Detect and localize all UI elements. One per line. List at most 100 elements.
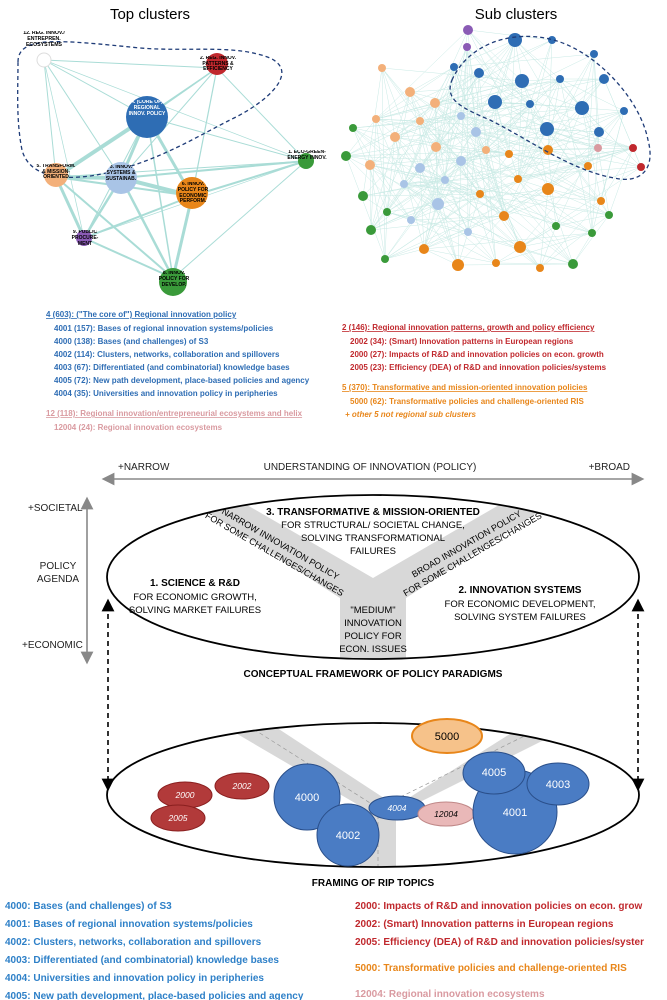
sub-network bbox=[341, 25, 645, 272]
legend-entry-12004: 12004: Regional innovation ecosystems bbox=[355, 989, 545, 1000]
sub-edge bbox=[460, 160, 497, 264]
sub-node bbox=[588, 229, 596, 237]
legend-item: 4002 (114): Clusters, networks, collabor… bbox=[54, 350, 280, 359]
sub-edge bbox=[352, 127, 396, 138]
sub-edge bbox=[403, 102, 436, 185]
medium-policy-label: INNOVATION bbox=[344, 618, 402, 629]
sub-edge bbox=[495, 232, 593, 264]
sub-edge bbox=[517, 165, 589, 180]
sub-edge bbox=[386, 136, 396, 213]
rip-caption: FRAMING OF RIP TOPICS bbox=[312, 878, 435, 889]
sub-edge bbox=[434, 102, 541, 269]
bottom-legend-left: 4000: Bases (and challenges) of S3 4001:… bbox=[5, 901, 304, 1000]
sub-edge bbox=[370, 136, 396, 231]
sub-edge bbox=[519, 232, 593, 248]
legend-entry-2005: 2005: Efficiency (DEA) of R&D and innova… bbox=[355, 937, 644, 948]
sub-edge bbox=[521, 80, 548, 130]
legend-item: 2005 (23): Efficiency (DEA) of R&D and i… bbox=[350, 363, 607, 372]
sub-node bbox=[526, 100, 534, 108]
framework-caption: CONCEPTUAL FRAMEWORK OF POLICY PARADIGMS bbox=[244, 669, 503, 680]
legend-cluster-2-head: 2 (146): Regional innovation patterns, g… bbox=[342, 323, 595, 332]
sub-edge bbox=[508, 78, 561, 155]
sub-node bbox=[505, 150, 513, 158]
paradigm-1-title: 1. SCIENCE & R&D bbox=[150, 578, 240, 589]
sub-edge bbox=[547, 107, 583, 190]
bubble-5000-label: 5000 bbox=[435, 731, 459, 743]
sub-edge bbox=[394, 136, 437, 148]
sub-edge bbox=[410, 160, 462, 221]
sub-edge bbox=[587, 53, 595, 167]
paradigm-3-desc: FAILURES bbox=[350, 546, 396, 557]
sub-edge bbox=[467, 29, 549, 190]
sub-edge bbox=[546, 128, 589, 167]
medium-policy-label: "MEDIUM" bbox=[350, 605, 395, 616]
sub-edge bbox=[403, 183, 459, 266]
sub-edge bbox=[479, 193, 593, 234]
sub-edge bbox=[370, 183, 405, 231]
bottom-legend-right: 2000: Impacts of R&D and innovation poli… bbox=[355, 901, 644, 1000]
paradigm-3-desc: SOLVING TRANSFORMATIONAL bbox=[301, 533, 445, 544]
sub-node bbox=[400, 180, 408, 188]
paradigm-2-title: 2. INNOVATION SYSTEMS bbox=[459, 585, 582, 596]
sub-edge bbox=[435, 146, 510, 155]
node-12-label: 12. REG. INNOV./ ENTREPREN. ECOSYSTEMS bbox=[23, 31, 65, 48]
legend-item: 5000 (62): Transformative policies and c… bbox=[350, 397, 585, 406]
sub-edge bbox=[519, 200, 602, 248]
sub-edge bbox=[381, 67, 386, 260]
sub-edge bbox=[475, 107, 583, 133]
bubble-2002-label: 2002 bbox=[232, 781, 252, 791]
bubble-4003-label: 4003 bbox=[546, 779, 570, 791]
sub-edge bbox=[581, 107, 642, 168]
sub-edge bbox=[494, 101, 519, 180]
sub-clusters-title: Sub clusters bbox=[475, 6, 558, 23]
sub-edge bbox=[386, 211, 574, 265]
sub-edge bbox=[403, 66, 455, 185]
sub-edge bbox=[423, 188, 549, 250]
sub-node bbox=[499, 211, 509, 221]
sub-edge bbox=[352, 127, 446, 181]
sub-edge bbox=[423, 248, 497, 264]
sub-edge bbox=[467, 29, 531, 105]
sub-node bbox=[568, 259, 578, 269]
sub-edge bbox=[587, 147, 634, 167]
sub-node bbox=[476, 190, 484, 198]
sub-edge bbox=[435, 146, 505, 217]
sub-node bbox=[599, 74, 609, 84]
sub-edge bbox=[409, 91, 634, 149]
top-clusters-title: Top clusters bbox=[110, 6, 190, 23]
sub-edge bbox=[572, 214, 610, 265]
sub-edge bbox=[352, 127, 412, 221]
sub-node bbox=[542, 183, 554, 195]
sub-edge bbox=[369, 164, 469, 233]
node-3-label: 3. INNOV. SYSTEMS & SUSTAINAB. bbox=[105, 165, 137, 182]
sub-edge bbox=[494, 101, 505, 217]
legend-item: 2002 (34): (Smart) Innovation patterns i… bbox=[350, 337, 574, 346]
sub-edge bbox=[466, 46, 549, 151]
sub-edge bbox=[394, 136, 421, 169]
sub-edge bbox=[444, 149, 487, 181]
sub-edge bbox=[457, 263, 574, 266]
top-core-boundary bbox=[17, 41, 283, 179]
bubble-5000 bbox=[411, 718, 483, 754]
sub-node bbox=[482, 146, 490, 154]
legend-entry-4000: 4000: Bases (and challenges) of S3 bbox=[5, 901, 172, 912]
sub-edge bbox=[444, 179, 481, 195]
sub-node bbox=[381, 255, 389, 263]
sub-edge bbox=[435, 146, 519, 180]
sub-edge bbox=[409, 91, 439, 205]
top-network-nodes bbox=[36, 52, 314, 296]
sub-node bbox=[556, 75, 564, 83]
sub-edge bbox=[410, 219, 497, 264]
sub-edge bbox=[345, 155, 412, 221]
sub-edge bbox=[508, 153, 610, 216]
legend-entry-4005: 4005: New path development, place-based … bbox=[5, 991, 304, 1000]
sub-node bbox=[605, 211, 613, 219]
bubble-2005 bbox=[150, 804, 206, 832]
sub-edge bbox=[608, 147, 634, 216]
sub-edge bbox=[453, 66, 462, 117]
axis-broad-label: +BROAD bbox=[589, 462, 630, 473]
sub-edge bbox=[572, 232, 593, 265]
sub-edge bbox=[423, 231, 469, 250]
paradigm-1-desc: SOLVING MARKET FAILURES bbox=[129, 605, 261, 616]
bubble-2000-label: 2000 bbox=[175, 790, 195, 800]
